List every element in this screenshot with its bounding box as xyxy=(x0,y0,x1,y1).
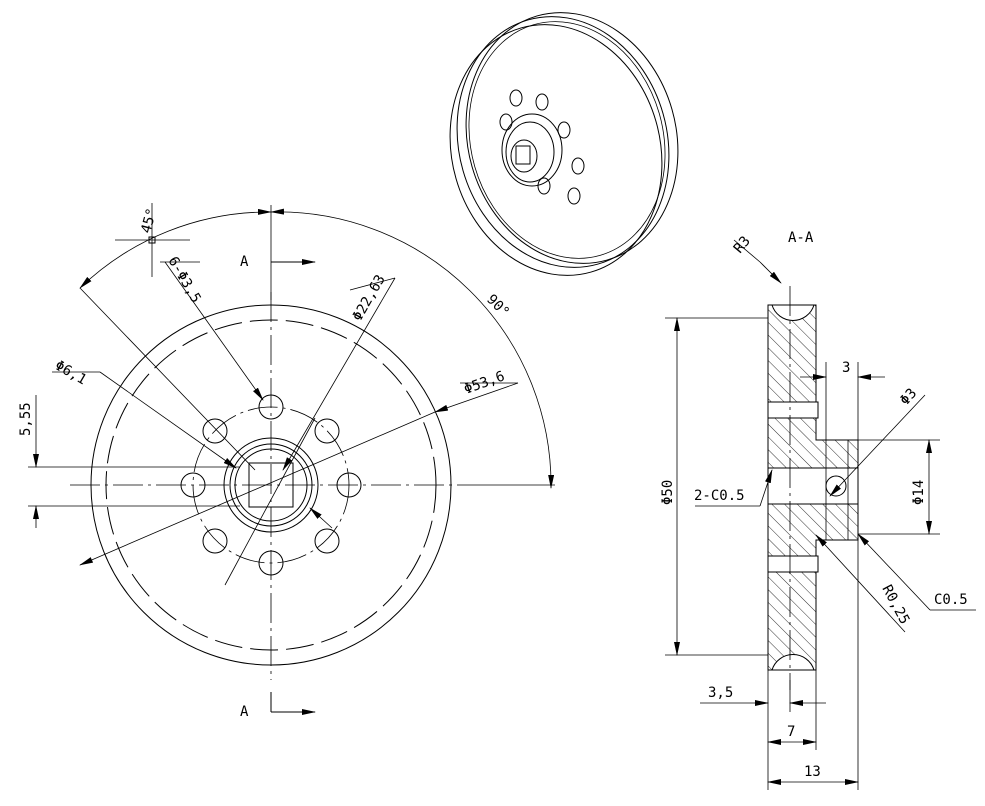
outer-dia-label: Φ53,6 xyxy=(462,368,507,397)
dia50-label: Φ50 xyxy=(660,480,676,505)
hub-step-label: 3 xyxy=(842,360,850,376)
arc-90-label: 90° xyxy=(483,292,512,321)
hub-dia-section-label: Φ14 xyxy=(911,480,927,505)
r3-label: R3 xyxy=(731,233,754,256)
front-view xyxy=(28,203,555,715)
rim-width-label: 7 xyxy=(787,724,795,740)
fillet-label: R0,25 xyxy=(878,582,912,627)
groove-offset-label: 3,5 xyxy=(708,685,733,701)
section-mark-bottom: A xyxy=(240,704,249,720)
total-width-label: 13 xyxy=(804,764,821,780)
section-mark-top: A xyxy=(240,254,249,270)
chamfer-bore-label: 2-C0.5 xyxy=(694,488,745,504)
section-title: A-A xyxy=(788,230,814,246)
set-hole-label: Φ3 xyxy=(897,385,920,408)
chamfer-label: C0.5 xyxy=(934,592,968,608)
offset-label: 5,55 xyxy=(18,402,34,436)
angle-45-label: 45° xyxy=(138,206,160,235)
isometric-pulley-view xyxy=(449,12,679,276)
section-view xyxy=(665,239,976,790)
hub-dia-label: Φ6,1 xyxy=(52,358,89,389)
